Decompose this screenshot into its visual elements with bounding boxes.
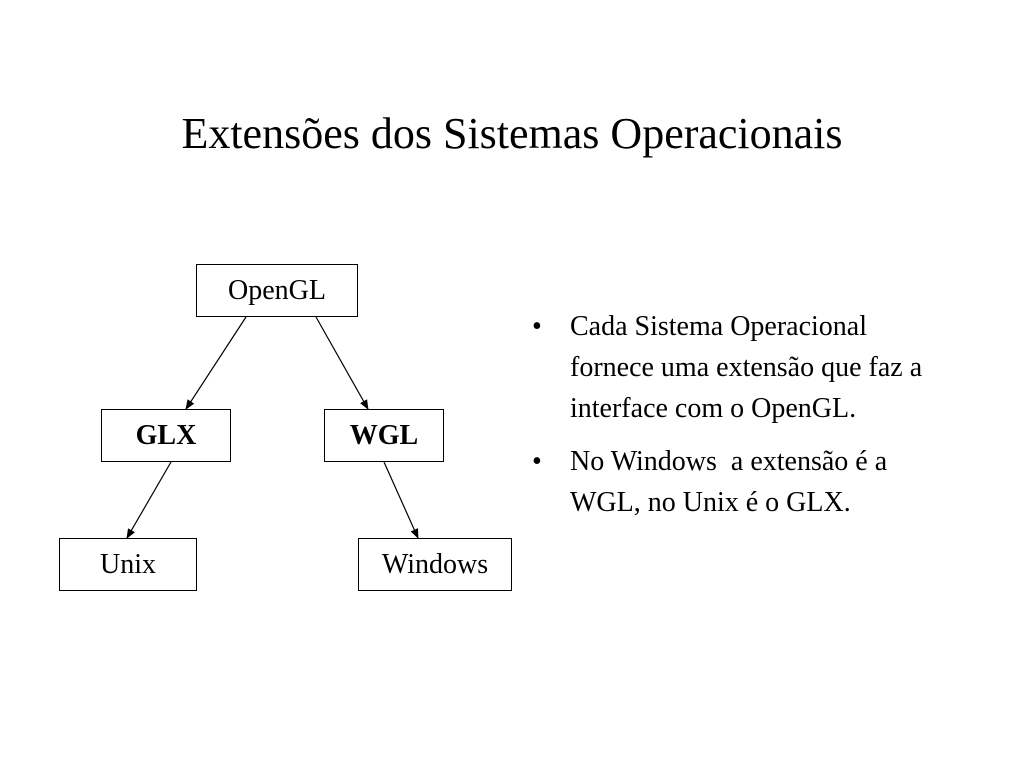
node-glx-label: GLX [135,419,197,451]
node-glx: GLX [101,409,231,462]
node-unix-label: Unix [100,548,156,580]
bullet-marker: • [532,446,542,477]
node-opengl-label: OpenGL [228,274,326,306]
bullet-list: • Cada Sistema Operacional fornece uma e… [528,306,948,535]
arrow-wgl-to-windows [383,461,419,539]
arrow-opengl-to-glx [185,316,247,410]
node-windows: Windows [358,538,512,591]
bullet-text: Cada Sistema Operacional fornece uma ext… [570,311,923,424]
arrow-opengl-to-wgl [315,316,369,410]
bullet-text: No Windows a extensão é a WGL, no Unix é… [570,446,894,518]
bullet-item: • No Windows a extensão é a WGL, no Unix… [528,441,948,523]
node-unix: Unix [59,538,197,591]
bullet-marker: • [532,311,542,342]
node-wgl: WGL [324,409,444,462]
node-windows-label: Windows [381,548,489,580]
bullet-item: • Cada Sistema Operacional fornece uma e… [528,306,948,429]
slide-title: Extensões dos Sistemas Operacionais [181,109,843,158]
node-opengl: OpenGL [196,264,358,317]
arrow-glx-to-unix [126,461,172,539]
node-wgl-label: WGL [349,419,419,451]
